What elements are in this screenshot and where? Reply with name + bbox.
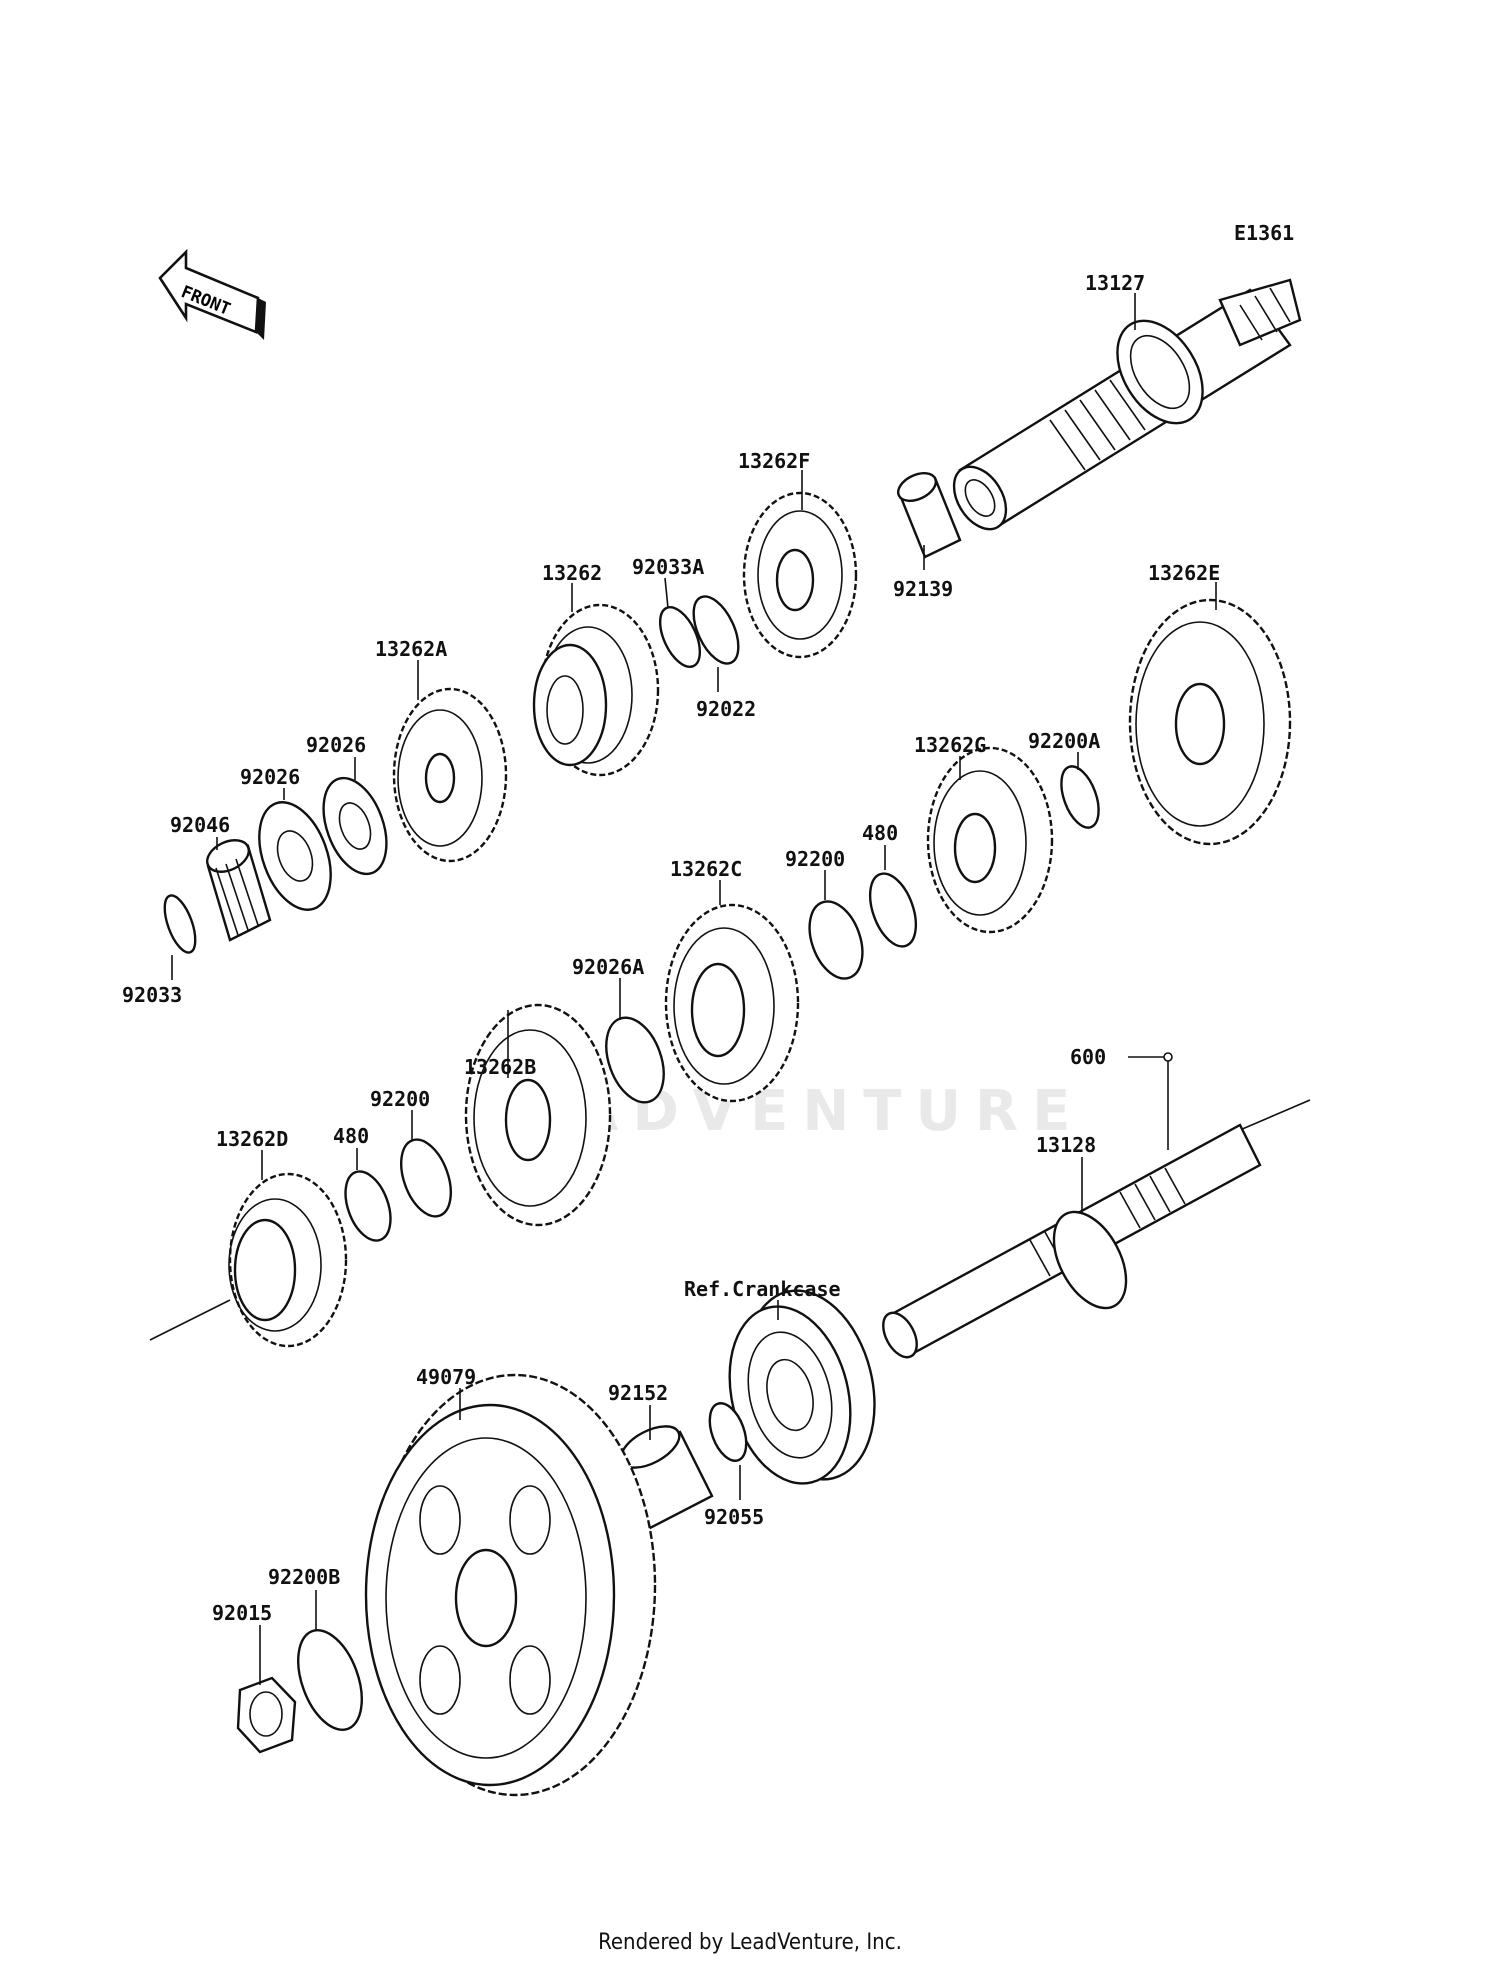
part-label: 13262D bbox=[216, 1127, 288, 1151]
reference-label: Ref.Crankcase bbox=[684, 1277, 841, 1301]
front-arrow-icon: FRONT bbox=[158, 248, 266, 340]
part-label: 480 bbox=[862, 821, 898, 845]
washer-92200-lower bbox=[400, 1138, 452, 1218]
part-label: 13262C bbox=[670, 857, 742, 881]
part-label: 92200 bbox=[370, 1087, 430, 1111]
part-label: 92200B bbox=[268, 1565, 340, 1589]
washer-92200-upper bbox=[808, 900, 864, 980]
circlip-92200A bbox=[1060, 765, 1100, 829]
part-label: 92026A bbox=[572, 955, 644, 979]
washer-92022 bbox=[692, 595, 740, 665]
part-label: 92152 bbox=[608, 1381, 668, 1405]
gear-13262C bbox=[664, 903, 800, 1103]
shaft-13128 bbox=[882, 1123, 1262, 1359]
part-label: 92022 bbox=[696, 697, 756, 721]
sprocket-49079 bbox=[364, 1373, 657, 1797]
washer-92200B bbox=[297, 1629, 363, 1731]
part-label: 600 bbox=[1070, 1045, 1106, 1069]
gear-13262G bbox=[926, 746, 1054, 934]
part-label: 92026 bbox=[240, 765, 300, 789]
part-labels: 13127 13262F 92139 13262 92033A 92022 13… bbox=[122, 271, 1220, 1625]
bushing-92139 bbox=[896, 472, 962, 559]
part-label: 92026 bbox=[306, 733, 366, 757]
gear-13262A bbox=[392, 687, 508, 863]
nut-92015 bbox=[236, 1676, 297, 1754]
part-label: 92200 bbox=[785, 847, 845, 871]
part-label: 49079 bbox=[416, 1365, 476, 1389]
leader-lines bbox=[171, 293, 1217, 1685]
gear-13262F bbox=[742, 491, 858, 659]
circlip-92033 bbox=[163, 894, 197, 954]
part-label: 92139 bbox=[893, 577, 953, 601]
circlip-480-lower bbox=[344, 1170, 392, 1242]
part-label: 92200A bbox=[1028, 729, 1100, 753]
footer-credit: Rendered by LeadVenture, Inc. bbox=[598, 1930, 902, 1955]
part-label: 92046 bbox=[170, 813, 230, 837]
part-label: 13127 bbox=[1085, 271, 1145, 295]
part-label: 92015 bbox=[212, 1601, 272, 1625]
part-label: 92033 bbox=[122, 983, 182, 1007]
circlip-92033A bbox=[658, 606, 702, 668]
washer-92026-inner bbox=[258, 801, 332, 911]
part-label: 13128 bbox=[1036, 1133, 1096, 1157]
part-label: 13262G bbox=[914, 733, 986, 757]
part-label: 13262A bbox=[375, 637, 447, 661]
part-label: 13262B bbox=[464, 1055, 536, 1079]
gear-13262E bbox=[1128, 598, 1292, 846]
part-label: 92055 bbox=[704, 1505, 764, 1529]
shaft-13127 bbox=[952, 278, 1302, 531]
part-label: 13262F bbox=[738, 449, 810, 473]
part-label: 92033A bbox=[632, 555, 704, 579]
gear-13262B bbox=[464, 1003, 612, 1227]
oring-92055 bbox=[708, 1402, 748, 1462]
diagram-code: E1361 bbox=[1234, 221, 1294, 245]
gear-13262D bbox=[228, 1172, 348, 1348]
part-label: 13262E bbox=[1148, 561, 1220, 585]
part-label: 13262 bbox=[542, 561, 602, 585]
circlip-480-upper bbox=[868, 872, 918, 948]
gear-13262 bbox=[532, 603, 660, 777]
part-label: 480 bbox=[333, 1124, 369, 1148]
washer-92026-outer bbox=[322, 776, 388, 876]
ball-bearing bbox=[728, 1289, 876, 1485]
